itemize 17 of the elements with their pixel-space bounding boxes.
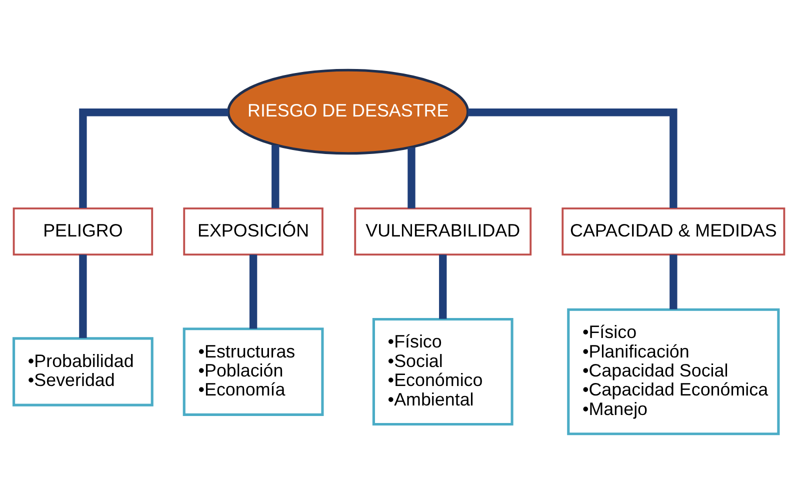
connector <box>272 144 280 208</box>
connector <box>79 254 87 338</box>
node-box: CAPACIDAD & MEDIDAS <box>562 206 786 256</box>
connector <box>439 254 447 318</box>
connector <box>408 146 416 208</box>
connector <box>79 108 228 208</box>
node-box: •Probabilidad •Severidad <box>12 336 154 406</box>
connector <box>670 254 678 309</box>
connector <box>468 108 678 208</box>
node-ellipse: RIESGO DE DESASTRE <box>227 68 470 154</box>
connector <box>249 254 258 328</box>
node-box: •Físico •Planificación •Capacidad Social •Capacidad Económica •Manejo <box>567 308 780 435</box>
node-box: VULNERABILIDAD <box>354 206 532 256</box>
node-box: EXPOSICIÓN <box>183 206 324 256</box>
node-box: •Estructuras •Población •Economía <box>182 327 324 416</box>
node-box: •Físico •Social •Económico •Ambiental <box>372 317 514 426</box>
node-box: PELIGRO <box>12 206 154 256</box>
